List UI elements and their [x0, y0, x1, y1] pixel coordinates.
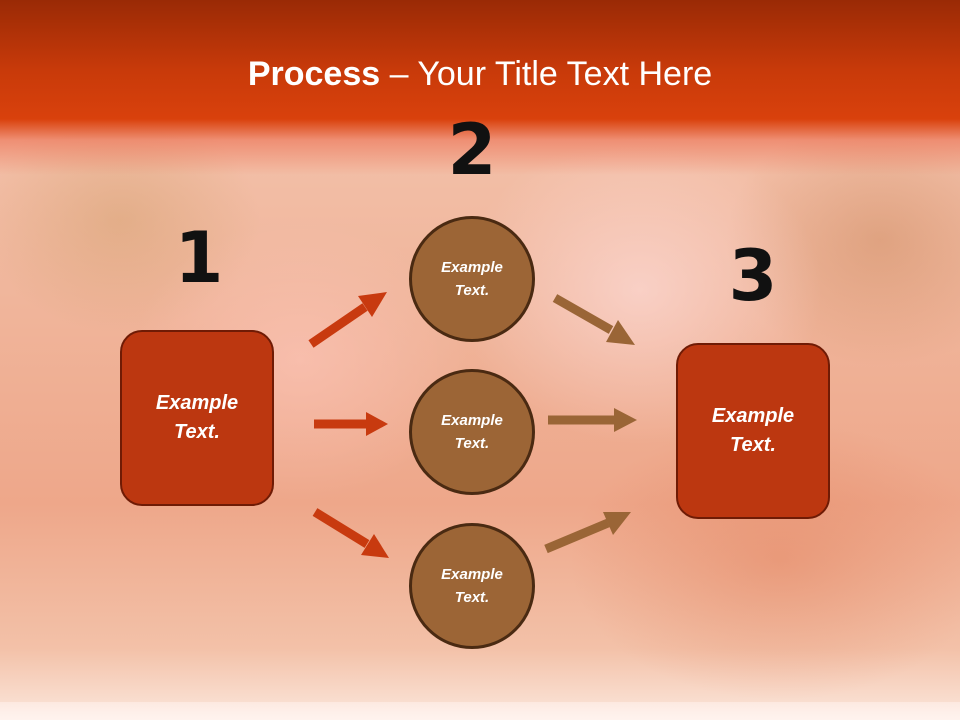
circle-middle-label: Example Text. [441, 412, 503, 452]
step-number-3: 3 [728, 235, 778, 317]
bottom-strip [0, 702, 960, 720]
circle-bottom-label: Example Text. [441, 566, 503, 606]
title-band [0, 0, 960, 175]
arrow-right-up-head [603, 512, 631, 535]
title-bold: Process [247, 55, 381, 93]
circle-bottom[interactable]: Example Text. [409, 523, 535, 649]
arrow-right-middle-head [614, 408, 637, 432]
slide-title: Process – Your Title Text Here [0, 52, 960, 96]
arrow-left-down-head [361, 534, 389, 558]
step-number-2: 2 [447, 109, 497, 191]
left-box-label: Example Text. [155, 392, 239, 443]
step-number-1: 1 [174, 217, 224, 299]
arrow-right-down-head [606, 320, 635, 345]
left-process-box[interactable]: Example Text. [120, 330, 274, 506]
title-rest: – Your Title Text Here [380, 55, 713, 93]
arrow-left-down [312, 508, 370, 548]
right-box-label: Example Text. [711, 405, 795, 456]
arrow-right-up [544, 518, 610, 554]
circle-top-label: Example Text. [441, 259, 503, 299]
arrow-left-up [308, 303, 368, 348]
arrow-left-up-head [358, 292, 387, 317]
circle-top[interactable]: Example Text. [409, 216, 535, 342]
arrow-left-middle-head [366, 412, 388, 436]
right-process-box[interactable]: Example Text. [676, 343, 830, 519]
arrow-right-down [552, 294, 614, 334]
circle-middle[interactable]: Example Text. [409, 369, 535, 495]
